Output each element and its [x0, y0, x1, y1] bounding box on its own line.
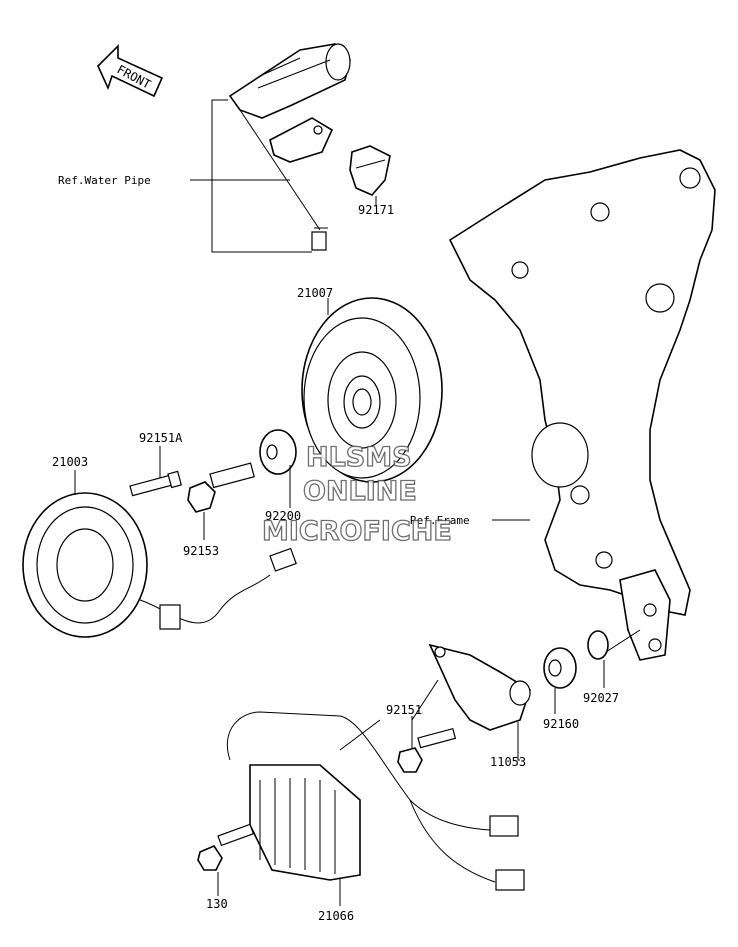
part-label-11053: 11053 [490, 755, 526, 769]
rotor-21007 [301, 297, 443, 483]
part-label-92153: 92153 [183, 544, 219, 558]
watermark-line2: ONLINE [303, 476, 417, 507]
stator-21003 [22, 470, 297, 638]
watermark-line3: MICROFICHE [262, 516, 452, 547]
part-label-92027: 92027 [583, 691, 619, 705]
part-label-130: 130 [206, 897, 228, 911]
bolt-92151A [129, 446, 183, 497]
bracket-line [211, 99, 312, 253]
part-label-21003: 21003 [52, 455, 88, 469]
watermark-line1: HLSMS [306, 442, 412, 473]
bolt-92151 [397, 679, 457, 773]
regulator-21066 [226, 711, 525, 906]
ref-water-pipe-label: Ref.Water Pipe [58, 174, 151, 187]
washer-92200 [259, 429, 297, 508]
part-label-92151: 92151 [386, 703, 422, 717]
ref-frame-label: Ref.Frame [410, 514, 470, 527]
watermark: HLSMS ONLINE MICROFICHE [261, 441, 452, 547]
collar-92027 [587, 629, 641, 688]
bracket-11053 [428, 643, 531, 761]
part-label-21066: 21066 [318, 909, 354, 923]
spacer-92160 [543, 647, 577, 714]
part-label-92151A: 92151A [139, 431, 183, 445]
frame [448, 149, 716, 661]
part-label-21007: 21007 [297, 286, 333, 300]
bolt-92153 [187, 462, 255, 540]
front-arrow-icon: FRONT [97, 44, 164, 98]
part-label-92160: 92160 [543, 717, 579, 731]
part-label-92171: 92171 [358, 203, 394, 217]
part-label-92200: 92200 [265, 509, 301, 523]
bolt-130 [197, 823, 255, 896]
water-pipe-bracket-assembly [228, 43, 391, 251]
